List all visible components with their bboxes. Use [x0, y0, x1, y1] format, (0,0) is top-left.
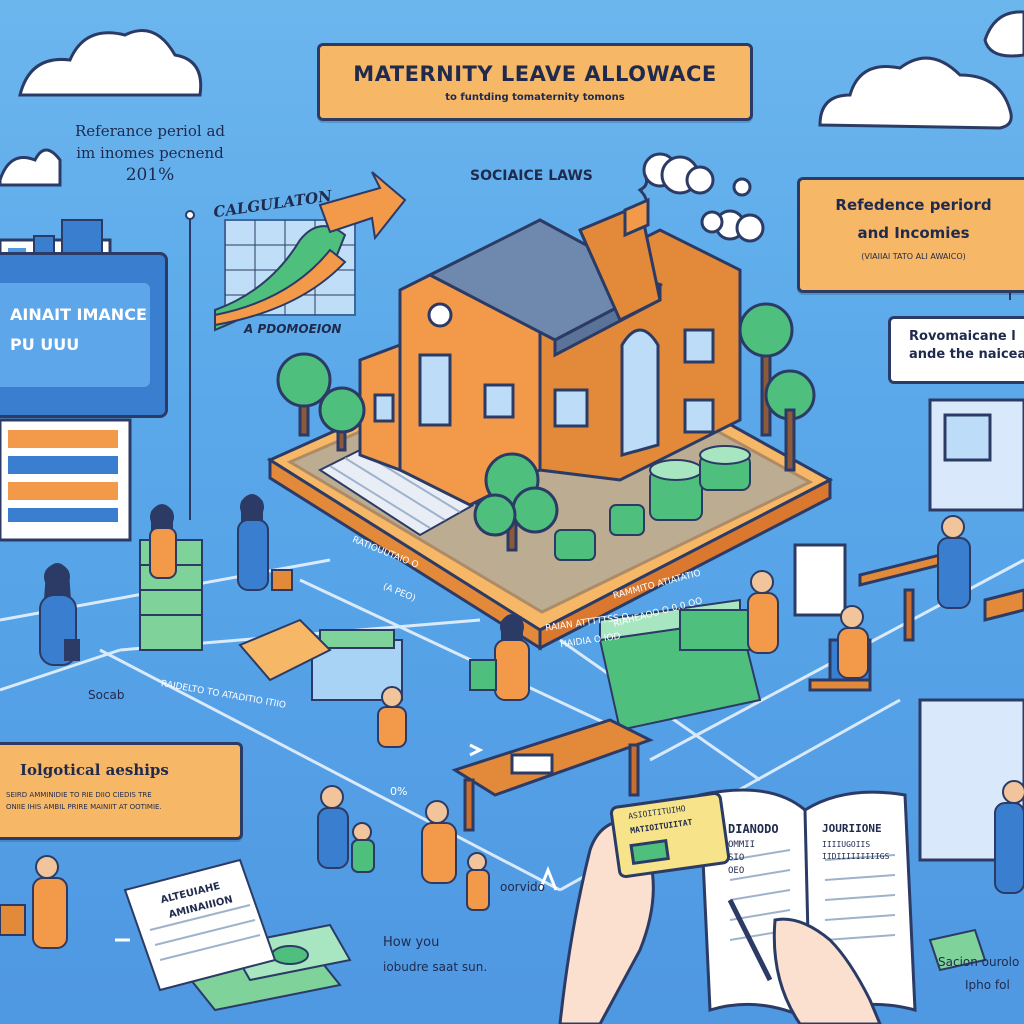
people	[0, 494, 1024, 949]
calculation-chart	[214, 171, 407, 332]
social-laws-label: SOCIAICE LAWS	[470, 168, 593, 184]
book-right-line-1: IIIIUGOIIS	[822, 840, 871, 849]
office-area	[793, 398, 1024, 862]
logistical-panel: Iolgotical aeships SEIRD AMMINIDIE TO RI…	[0, 742, 243, 840]
cloud-left-mid	[0, 148, 62, 187]
book-left-line-1: OMMII	[728, 840, 756, 850]
right-note: Rovomaicane l ande the naicea	[888, 316, 1024, 384]
money-cart	[139, 539, 403, 701]
cloud-top-right	[818, 10, 1024, 130]
reference-period-panel: Refedence periord and Incomies (VIAIIAI …	[797, 177, 1024, 293]
book-left-line-3: OEO	[728, 866, 745, 876]
cloud-top-left	[18, 29, 203, 97]
left-sign: AINAIT IMANCE PU UUU	[0, 252, 168, 418]
desk	[451, 718, 654, 832]
ground-label-oorvido: oorvido	[500, 880, 546, 894]
page-subtitle: to funtding tomaternity tomons	[445, 92, 625, 103]
page-title: MATERNITY LEAVE ALLOWACE	[353, 62, 717, 86]
trees	[276, 302, 816, 552]
document-paper	[123, 858, 277, 992]
ground-label-socab: Socab	[88, 688, 125, 702]
left-sign-line2: PU UUU	[10, 335, 80, 354]
hedges	[554, 445, 762, 732]
path-arrows	[115, 743, 558, 942]
reference-period-sub: (VIAIIAI TATO ALI AWAICO)	[861, 252, 966, 261]
ground-label-how-you: How you	[383, 935, 440, 950]
book-right-line-2: IIDIIIIIIIIIGS	[822, 852, 890, 861]
reference-period-line1: Refedence periord	[835, 196, 992, 214]
book-left-title: DIANODO	[728, 822, 779, 836]
ground-label-sacion: Sacion ourolo	[938, 955, 1020, 969]
book-left-line-2: SIO	[728, 853, 745, 863]
smoke-clouds	[637, 152, 765, 243]
logistical-line1: SEIRD AMMINIDIE TO RIE DIIO CIEDIS TRE	[6, 791, 152, 799]
reference-period-line2: and Incomies	[857, 224, 970, 242]
open-book	[698, 788, 917, 1022]
right-note-line2: ande the naicea	[909, 347, 1024, 362]
left-sign-line1: AINAIT IMANCE	[10, 305, 147, 324]
ground-label-iobudre: iobudre saat sun.	[383, 960, 488, 974]
book-right-title: JOURIIONE	[822, 822, 882, 835]
right-note-line1: Rovomaicane l	[909, 329, 1016, 344]
logistical-line2: ONIIE IHIS AMBIL PRIRE MAINIIT AT OOTIMI…	[6, 803, 162, 811]
logistical-title: Iolgotical aeships	[20, 761, 169, 779]
left-note-line1: Referance periol ad	[74, 122, 225, 140]
ground-label-percent: 0%	[390, 785, 408, 798]
left-note-line2: im inomes pecnend	[76, 144, 224, 162]
id-card	[609, 791, 731, 879]
building	[358, 197, 742, 507]
ground-label-ipho: Ipho fol	[965, 978, 1010, 992]
title-banner: MATERNITY LEAVE ALLOWACE to funtding tom…	[317, 43, 753, 121]
left-note: Referance periol ad im inomes pecnend 20…	[60, 120, 240, 186]
calculation-sublabel: A PDOMOEION	[244, 322, 342, 336]
left-note-line3: 201%	[125, 165, 175, 185]
